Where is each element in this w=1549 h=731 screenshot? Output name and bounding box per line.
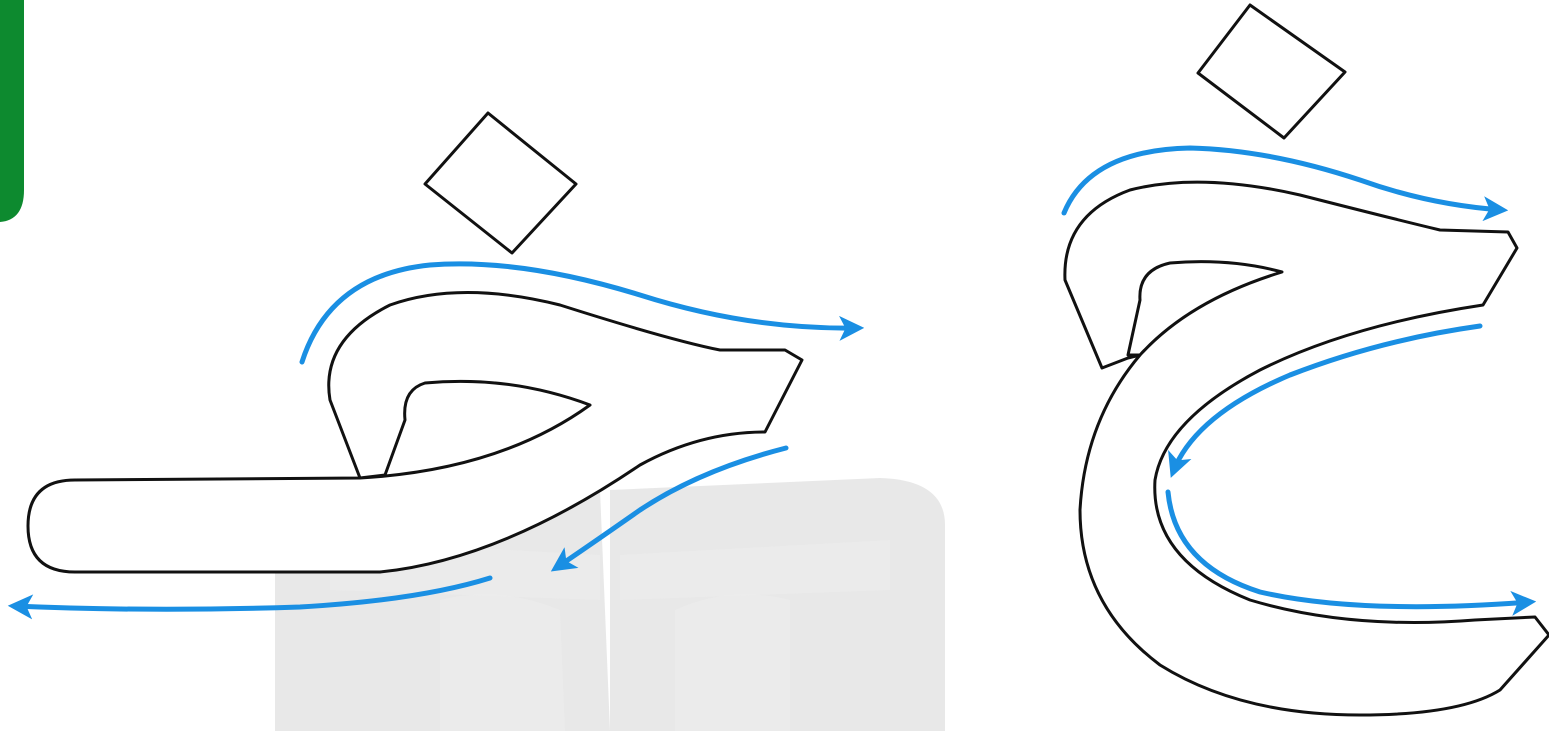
- khaa-isolated-dot: [1198, 5, 1345, 138]
- khaa-medial-dot: [425, 113, 576, 253]
- green-corner-tab-icon: [0, 0, 24, 222]
- khaa-isolated-body: [1065, 182, 1549, 715]
- letter-khaa-isolated: [1065, 5, 1549, 715]
